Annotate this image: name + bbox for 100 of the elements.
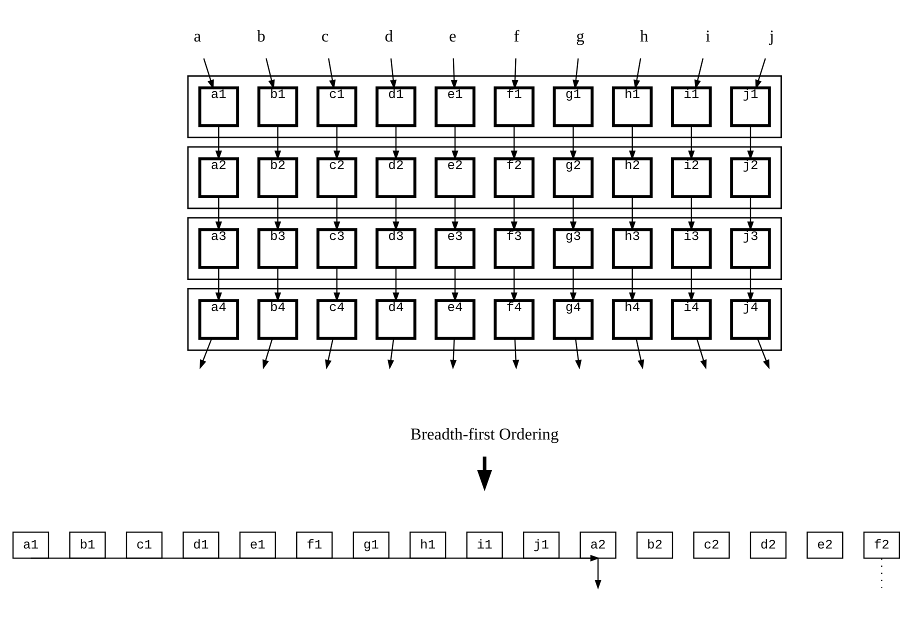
- node-box: g1: [552, 86, 594, 128]
- node-box: b1: [69, 532, 106, 559]
- node-box: j3: [730, 228, 771, 269]
- node-box: c1: [126, 532, 163, 559]
- arrow: [274, 268, 282, 302]
- arrow: [510, 268, 518, 302]
- node-box: f4: [494, 299, 535, 340]
- node-box: d2: [376, 157, 416, 198]
- node-box: b4: [257, 299, 298, 340]
- arrow: [450, 338, 457, 370]
- node-box: f2: [494, 157, 535, 198]
- node-text: d: [384, 26, 393, 46]
- arrow: [629, 268, 636, 302]
- node-box: a3: [198, 228, 240, 269]
- arrow: [215, 268, 222, 302]
- node-box: a1: [198, 86, 240, 128]
- node-text: c: [321, 26, 329, 46]
- node-box: h4: [612, 299, 653, 340]
- arrow: [747, 126, 754, 160]
- arrow: [262, 338, 273, 370]
- node-box: d1: [182, 532, 220, 559]
- arrow: [392, 196, 400, 232]
- node-box: c2: [693, 532, 730, 559]
- arrow: [215, 196, 222, 232]
- arrow: [334, 268, 340, 302]
- arrow: [30, 554, 600, 562]
- arrow: [452, 268, 458, 302]
- node-box: e3: [434, 228, 476, 269]
- node-box: g1: [352, 532, 390, 559]
- arrow: [450, 58, 458, 90]
- arrow: [325, 338, 334, 370]
- node-box: d4: [376, 299, 416, 340]
- arrow: [694, 58, 704, 90]
- node-box: f3: [494, 228, 535, 269]
- arrow: [215, 126, 222, 160]
- node-box: e2: [434, 157, 476, 198]
- cluster: [187, 288, 782, 351]
- arrow: [328, 58, 336, 90]
- arrow: [334, 196, 340, 232]
- node-text: f: [514, 26, 520, 46]
- arrow: [634, 58, 642, 90]
- arrow: [590, 554, 602, 590]
- arrow: [477, 456, 492, 492]
- arrow: [266, 58, 275, 90]
- node-box: i3: [671, 228, 712, 269]
- node-box: e1: [434, 86, 476, 128]
- node-box: j2: [730, 157, 771, 198]
- cluster: [187, 217, 782, 280]
- arrow: [755, 58, 766, 90]
- node-box: c2: [316, 157, 358, 198]
- node-text: g: [576, 26, 584, 46]
- node-box: a4: [198, 299, 240, 340]
- node-box: e1: [239, 532, 276, 559]
- node-box: i2: [671, 157, 712, 198]
- arrow: [688, 196, 695, 232]
- node-box: j1: [523, 532, 560, 559]
- arrow: [510, 196, 518, 232]
- arrow: [570, 126, 577, 160]
- arrow: [200, 338, 212, 370]
- node-box: g4: [552, 299, 594, 340]
- node-box: a2: [198, 157, 240, 198]
- node-box: c1: [316, 86, 358, 128]
- node-box: h3: [612, 228, 653, 269]
- node-box: i4: [671, 299, 712, 340]
- node-box: a2: [580, 532, 616, 559]
- arrow: [334, 126, 340, 160]
- node-box: e2: [806, 532, 844, 559]
- arrow: [452, 126, 458, 160]
- arrow: [274, 126, 282, 160]
- arrow: [629, 126, 636, 160]
- arrow: [570, 268, 577, 302]
- node-box: b2: [257, 157, 298, 198]
- node-box: c3: [316, 228, 358, 269]
- node-box: e4: [434, 299, 476, 340]
- node-text: h: [640, 26, 648, 46]
- cluster: [187, 146, 782, 210]
- node-box: a1: [12, 532, 50, 559]
- arrow: [756, 338, 770, 370]
- arrow: [388, 338, 394, 370]
- node-box: b1: [257, 86, 298, 128]
- node-box: h1: [612, 86, 653, 128]
- node-box: b2: [636, 532, 674, 559]
- arrow: [688, 126, 695, 160]
- arrow: [392, 126, 400, 160]
- node-box: c4: [316, 299, 358, 340]
- node-text: Breadth-first Ordering: [410, 424, 559, 444]
- node-box: g3: [552, 228, 594, 269]
- node-text: e: [449, 26, 456, 46]
- arrow: [572, 58, 580, 90]
- arrow: [688, 268, 695, 302]
- node-box: g2: [552, 157, 594, 198]
- arrow: [636, 338, 644, 370]
- node-box: f1: [494, 86, 535, 128]
- node-box: f2: [863, 532, 900, 559]
- node-box: d2: [750, 532, 787, 559]
- node-text: j: [769, 26, 774, 46]
- arrow: [696, 338, 707, 370]
- arrow: [512, 338, 520, 370]
- node-text: i: [706, 26, 710, 46]
- cluster: [187, 75, 782, 138]
